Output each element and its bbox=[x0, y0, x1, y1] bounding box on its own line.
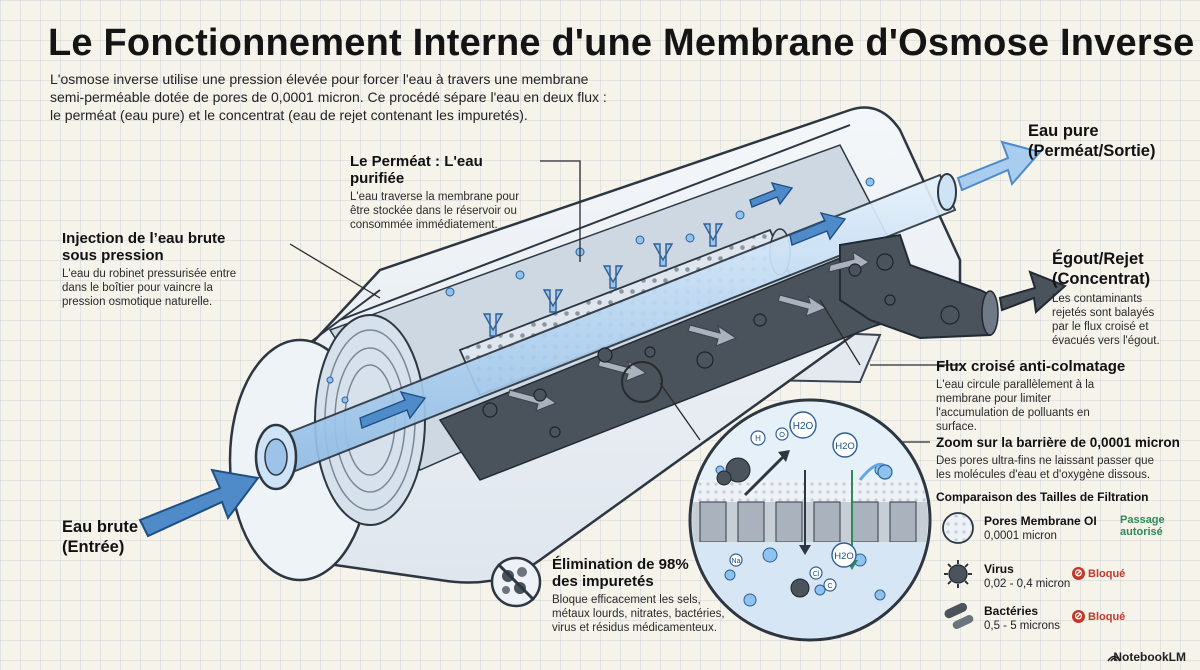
size-name-membrane: Pores Membrane OI bbox=[984, 514, 1097, 528]
zoom-source-lens bbox=[621, 361, 663, 403]
raw-water-label: Eau brute (Entrée) bbox=[62, 518, 139, 556]
injection-title: Injection de l’eau brute sous pression bbox=[62, 230, 226, 264]
o-atom-label: O bbox=[779, 430, 785, 439]
blocked-icon: ⊘ bbox=[1072, 567, 1085, 580]
permeate-tube bbox=[254, 173, 957, 491]
injection-callout: Injection de l’eau brute sous pression L… bbox=[62, 230, 247, 309]
sizes-title: Comparaison des Tailles de Filtration bbox=[936, 490, 1149, 504]
contaminant-particles bbox=[482, 253, 960, 438]
crossflow-arrows bbox=[507, 250, 871, 413]
h2o-label-1: H2O bbox=[793, 421, 814, 432]
status-bloque-virus-text: Bloqué bbox=[1088, 567, 1126, 580]
size-row-membrane: Pores Membrane OI 0,0001 micron bbox=[984, 514, 1174, 542]
notebooklm-logo-icon bbox=[1107, 655, 1121, 662]
h2o-label-3: H2O bbox=[834, 551, 854, 562]
permeate-title: Le Perméat : L'eau purifiée bbox=[350, 153, 483, 187]
permeate-callout: Le Perméat : L'eau purifiée L'eau traver… bbox=[350, 153, 540, 232]
reject-outlet bbox=[981, 290, 999, 336]
size-name-virus: Virus bbox=[984, 562, 1014, 576]
elimination-title: Élimination de 98% des impuretés bbox=[552, 556, 689, 590]
elimination-callout: Élimination de 98% des impuretés Bloque … bbox=[552, 556, 742, 635]
elimination-icon bbox=[490, 556, 542, 608]
brand-label: NotebookLM bbox=[1113, 650, 1186, 664]
raw-water-inlet-arrow bbox=[138, 468, 260, 538]
status-bloque-bacteries: ⊘ Bloqué bbox=[1072, 610, 1125, 623]
membrane-pores-icon bbox=[942, 512, 974, 544]
cl-ion-label: Cl bbox=[813, 571, 820, 578]
tube-flow-arrows bbox=[359, 181, 847, 429]
size-row-virus: Virus 0,02 - 0,4 micron bbox=[984, 562, 1114, 590]
page-title: Le Fonctionnement Interne d'une Membrane… bbox=[48, 22, 1195, 64]
size-row-bacteria: Bactéries 0,5 - 5 microns bbox=[984, 604, 1114, 632]
pure-water-label: Eau pure (Perméat/Sortie) bbox=[1028, 122, 1156, 160]
injection-desc: L'eau du robinet pressurisée entre dans … bbox=[62, 268, 237, 308]
status-bloque-bacteries-text: Bloqué bbox=[1088, 610, 1126, 623]
permeate-desc: L'eau traverse la membrane pour être sto… bbox=[350, 191, 520, 231]
permeation-arrows bbox=[482, 223, 724, 337]
zoom-desc: Des pores ultra-fins ne laissant passer … bbox=[936, 455, 1154, 481]
na-ion-label: Na bbox=[732, 558, 741, 565]
size-value-virus: 0,02 - 0,4 micron bbox=[984, 578, 1071, 590]
elimination-desc: Bloque efficacement les sels, métaux lou… bbox=[552, 594, 725, 634]
h2o-label-2: H2O bbox=[835, 441, 855, 452]
reject-title: Égout/Rejet (Concentrat) bbox=[1052, 250, 1151, 288]
crossflow-title: Flux croisé anti-colmatage bbox=[936, 358, 1126, 375]
size-value-membrane: 0,0001 micron bbox=[984, 530, 1057, 542]
zoom-circle: H2O H2O H2O H O Na Cl C bbox=[688, 398, 932, 642]
reject-desc: Les contaminants rejetés sont balayés pa… bbox=[1052, 293, 1160, 347]
size-value-bacteria: 0,5 - 5 microns bbox=[984, 620, 1061, 632]
intro-paragraph: L'osmose inverse utilise une pression él… bbox=[50, 71, 607, 123]
blocked-icon: ⊘ bbox=[1072, 610, 1085, 623]
size-name-bacteria: Bactéries bbox=[984, 604, 1039, 618]
bacteria-icon bbox=[944, 602, 974, 629]
reject-callout: Égout/Rejet (Concentrat) Les contaminant… bbox=[1052, 249, 1182, 348]
status-passage-autorise: Passage autorisé bbox=[1120, 514, 1165, 538]
crossflow-desc: L'eau circule parallèlement à la membran… bbox=[936, 379, 1095, 433]
water-molecules bbox=[326, 177, 875, 404]
status-bloque-virus: ⊘ Bloqué bbox=[1072, 567, 1125, 580]
zoom-molecule-labels: H2O H2O H2O H O Na Cl C bbox=[729, 411, 858, 592]
c-atom-label: C bbox=[827, 583, 832, 590]
h-atom-label: H bbox=[755, 434, 761, 443]
pure-water-outlet-arrow bbox=[956, 140, 1042, 192]
crossflow-callout: Flux croisé anti-colmatage L'eau circule… bbox=[936, 358, 1146, 434]
virus-icon bbox=[944, 560, 972, 588]
reject-outlet-arrow bbox=[998, 270, 1067, 314]
zoom-callout: Zoom sur la barrière de 0,0001 micron De… bbox=[936, 434, 1180, 482]
zoom-title: Zoom sur la barrière de 0,0001 micron bbox=[936, 435, 1180, 450]
